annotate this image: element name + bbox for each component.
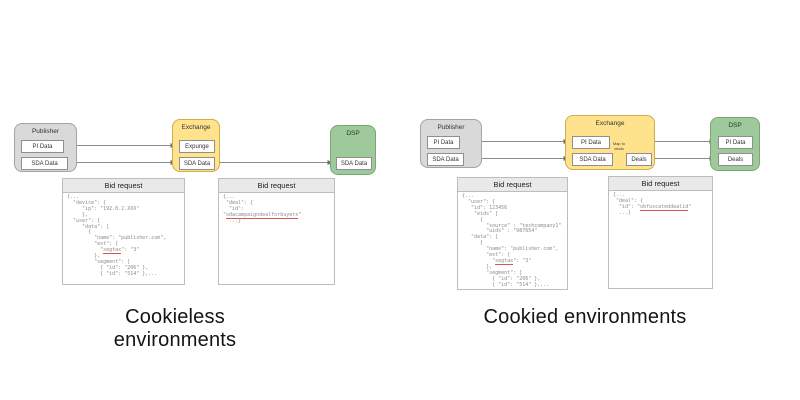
bid-request-block-cookied-1: Bid request {... "user": { "id": 123456 …	[457, 177, 568, 290]
bid-request-code: {... "user": { "id": 123456 "eids" [ { "…	[462, 193, 562, 288]
bid-request-header: Bid request	[609, 177, 712, 191]
bid-request-header: Bid request	[63, 179, 184, 193]
publisher-title: Publisher	[437, 124, 465, 131]
pi-data-chip: PI Data	[21, 140, 64, 153]
caption-cookieless: Cookieless environments	[113, 306, 237, 351]
dsp-box-cookieless: DSP SDA Data	[330, 125, 376, 175]
pi-data-chip: PI Data	[572, 136, 610, 149]
dsp-box-cookied: DSP PI Data Deals	[710, 117, 760, 171]
map-to-deals-label: Map to deals	[612, 141, 626, 151]
exchange-box-cookieless: Exchange Expunge SDA Data	[172, 119, 220, 172]
exchange-title: Exchange	[181, 124, 211, 131]
bid-request-code: {... "deal": { "id": "sdacampaigndealfor…	[223, 194, 302, 224]
dsp-title: DSP	[346, 130, 360, 137]
dsp-title: DSP	[728, 122, 742, 129]
bid-request-header: Bid request	[219, 179, 334, 193]
sda-data-chip: SDA Data	[427, 153, 464, 166]
bid-request-block-cookieless-2: Bid request {... "deal": { "id": "sdacam…	[218, 178, 335, 285]
exchange-box-cookied: Exchange PI Data SDA Data Deals Map to d…	[565, 115, 655, 170]
publisher-box-cookied: Publisher PI Data SDA Data	[420, 119, 482, 168]
pi-data-chip: PI Data	[718, 136, 753, 149]
sda-data-chip: SDA Data	[336, 157, 372, 170]
publisher-box-cookieless: Publisher PI Data SDA Data	[14, 123, 77, 172]
deals-chip: Deals	[626, 153, 652, 166]
expunge-chip: Expunge	[179, 140, 215, 153]
sda-data-chip: SDA Data	[21, 157, 68, 170]
bid-request-code: {... "device": { "ip": "192.0.2.XXX" }, …	[67, 194, 167, 277]
bid-request-code: {... "deal": { "id": "obfuscateddealid" …	[613, 192, 692, 216]
bid-request-block-cookied-2: Bid request {... "deal": { "id": "obfusc…	[608, 176, 713, 289]
bid-request-block-cookieless-1: Bid request {... "device": { "ip": "192.…	[62, 178, 185, 285]
pi-data-chip: PI Data	[427, 136, 460, 149]
sda-data-chip: SDA Data	[572, 153, 613, 166]
sda-data-chip: SDA Data	[179, 157, 215, 170]
deals-chip: Deals	[718, 153, 753, 166]
bid-request-header: Bid request	[458, 178, 567, 192]
caption-cookied: Cookied environments	[483, 306, 687, 328]
publisher-title: Publisher	[31, 128, 60, 135]
exchange-title: Exchange	[595, 120, 625, 127]
